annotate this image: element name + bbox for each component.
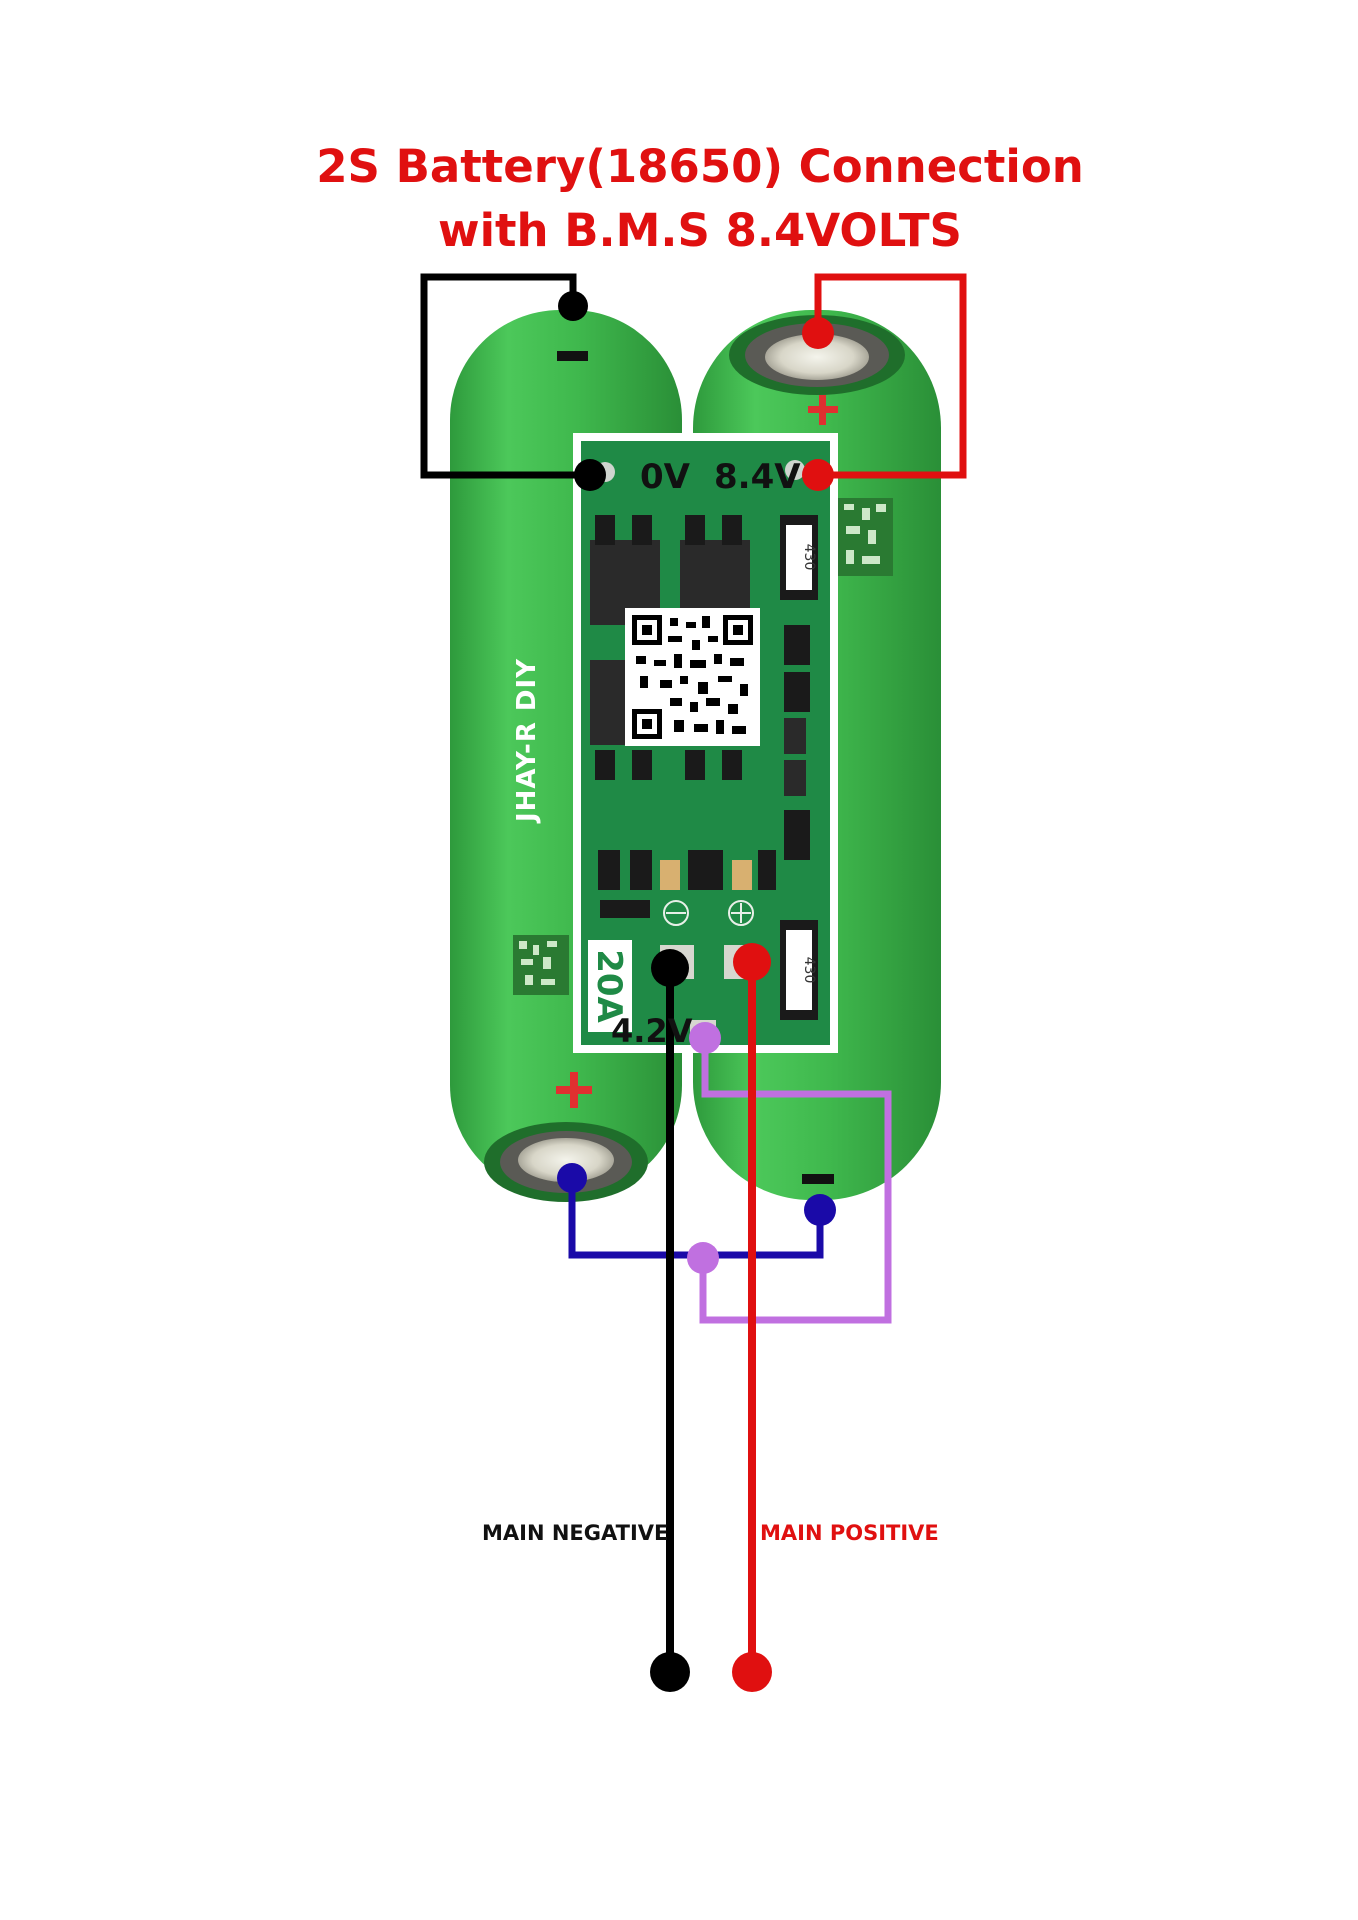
bms-pad-8v4	[785, 460, 805, 480]
dot-4v2	[689, 1022, 721, 1054]
label-main-positive: MAIN POSITIVE	[760, 1521, 939, 1545]
dot-bms-output-positive	[733, 943, 771, 981]
dot-bms-output-negative	[651, 949, 689, 987]
right-cell-plus-sign	[808, 395, 838, 425]
title-line-1: 2S Battery(18650) Connection	[316, 140, 1084, 193]
left-cell-datamatrix	[513, 935, 569, 995]
label-4v2: 4.2V	[611, 1012, 693, 1050]
left-cell-positive-cap	[518, 1138, 614, 1182]
dot-right-positive	[802, 317, 834, 349]
left-cell-minus-sign	[557, 351, 588, 361]
label-0v: 0V	[640, 457, 691, 497]
bms-resistor-bottom-code: 430	[801, 957, 817, 984]
bms-rating-label: 20A	[589, 949, 629, 1023]
bms-qr-code	[625, 608, 760, 746]
watermark: JHAY-R DIY	[512, 658, 542, 824]
dot-main-negative-terminal	[650, 1652, 690, 1692]
dot-series-junction	[687, 1242, 719, 1274]
right-cell-datamatrix	[838, 498, 893, 576]
bms-board: 430 430 20A	[573, 433, 838, 1053]
left-cell-plus-sign	[556, 1072, 592, 1108]
dot-left-negative	[558, 291, 588, 321]
dot-8v4	[802, 459, 834, 491]
dot-main-positive-terminal	[732, 1652, 772, 1692]
label-main-negative: MAIN NEGATIVE	[482, 1521, 668, 1545]
wire-positive-to-8v4	[814, 273, 967, 479]
bms-plus-marking	[728, 900, 754, 926]
wire-balance-4v2	[699, 1038, 892, 1324]
title-line-2: with B.M.S 8.4VOLTS	[438, 204, 962, 257]
right-cell-positive-cap	[765, 334, 869, 380]
bms-resistor-top-code: 430	[801, 544, 817, 571]
dot-right-negative	[804, 1194, 836, 1226]
wire-negative-to-0v	[420, 273, 590, 479]
bms-minus-marking	[663, 900, 689, 926]
dot-left-positive	[557, 1163, 587, 1193]
dot-0v	[574, 459, 606, 491]
right-cell-minus-sign	[802, 1174, 834, 1184]
label-8v4: 8.4V	[714, 457, 801, 497]
